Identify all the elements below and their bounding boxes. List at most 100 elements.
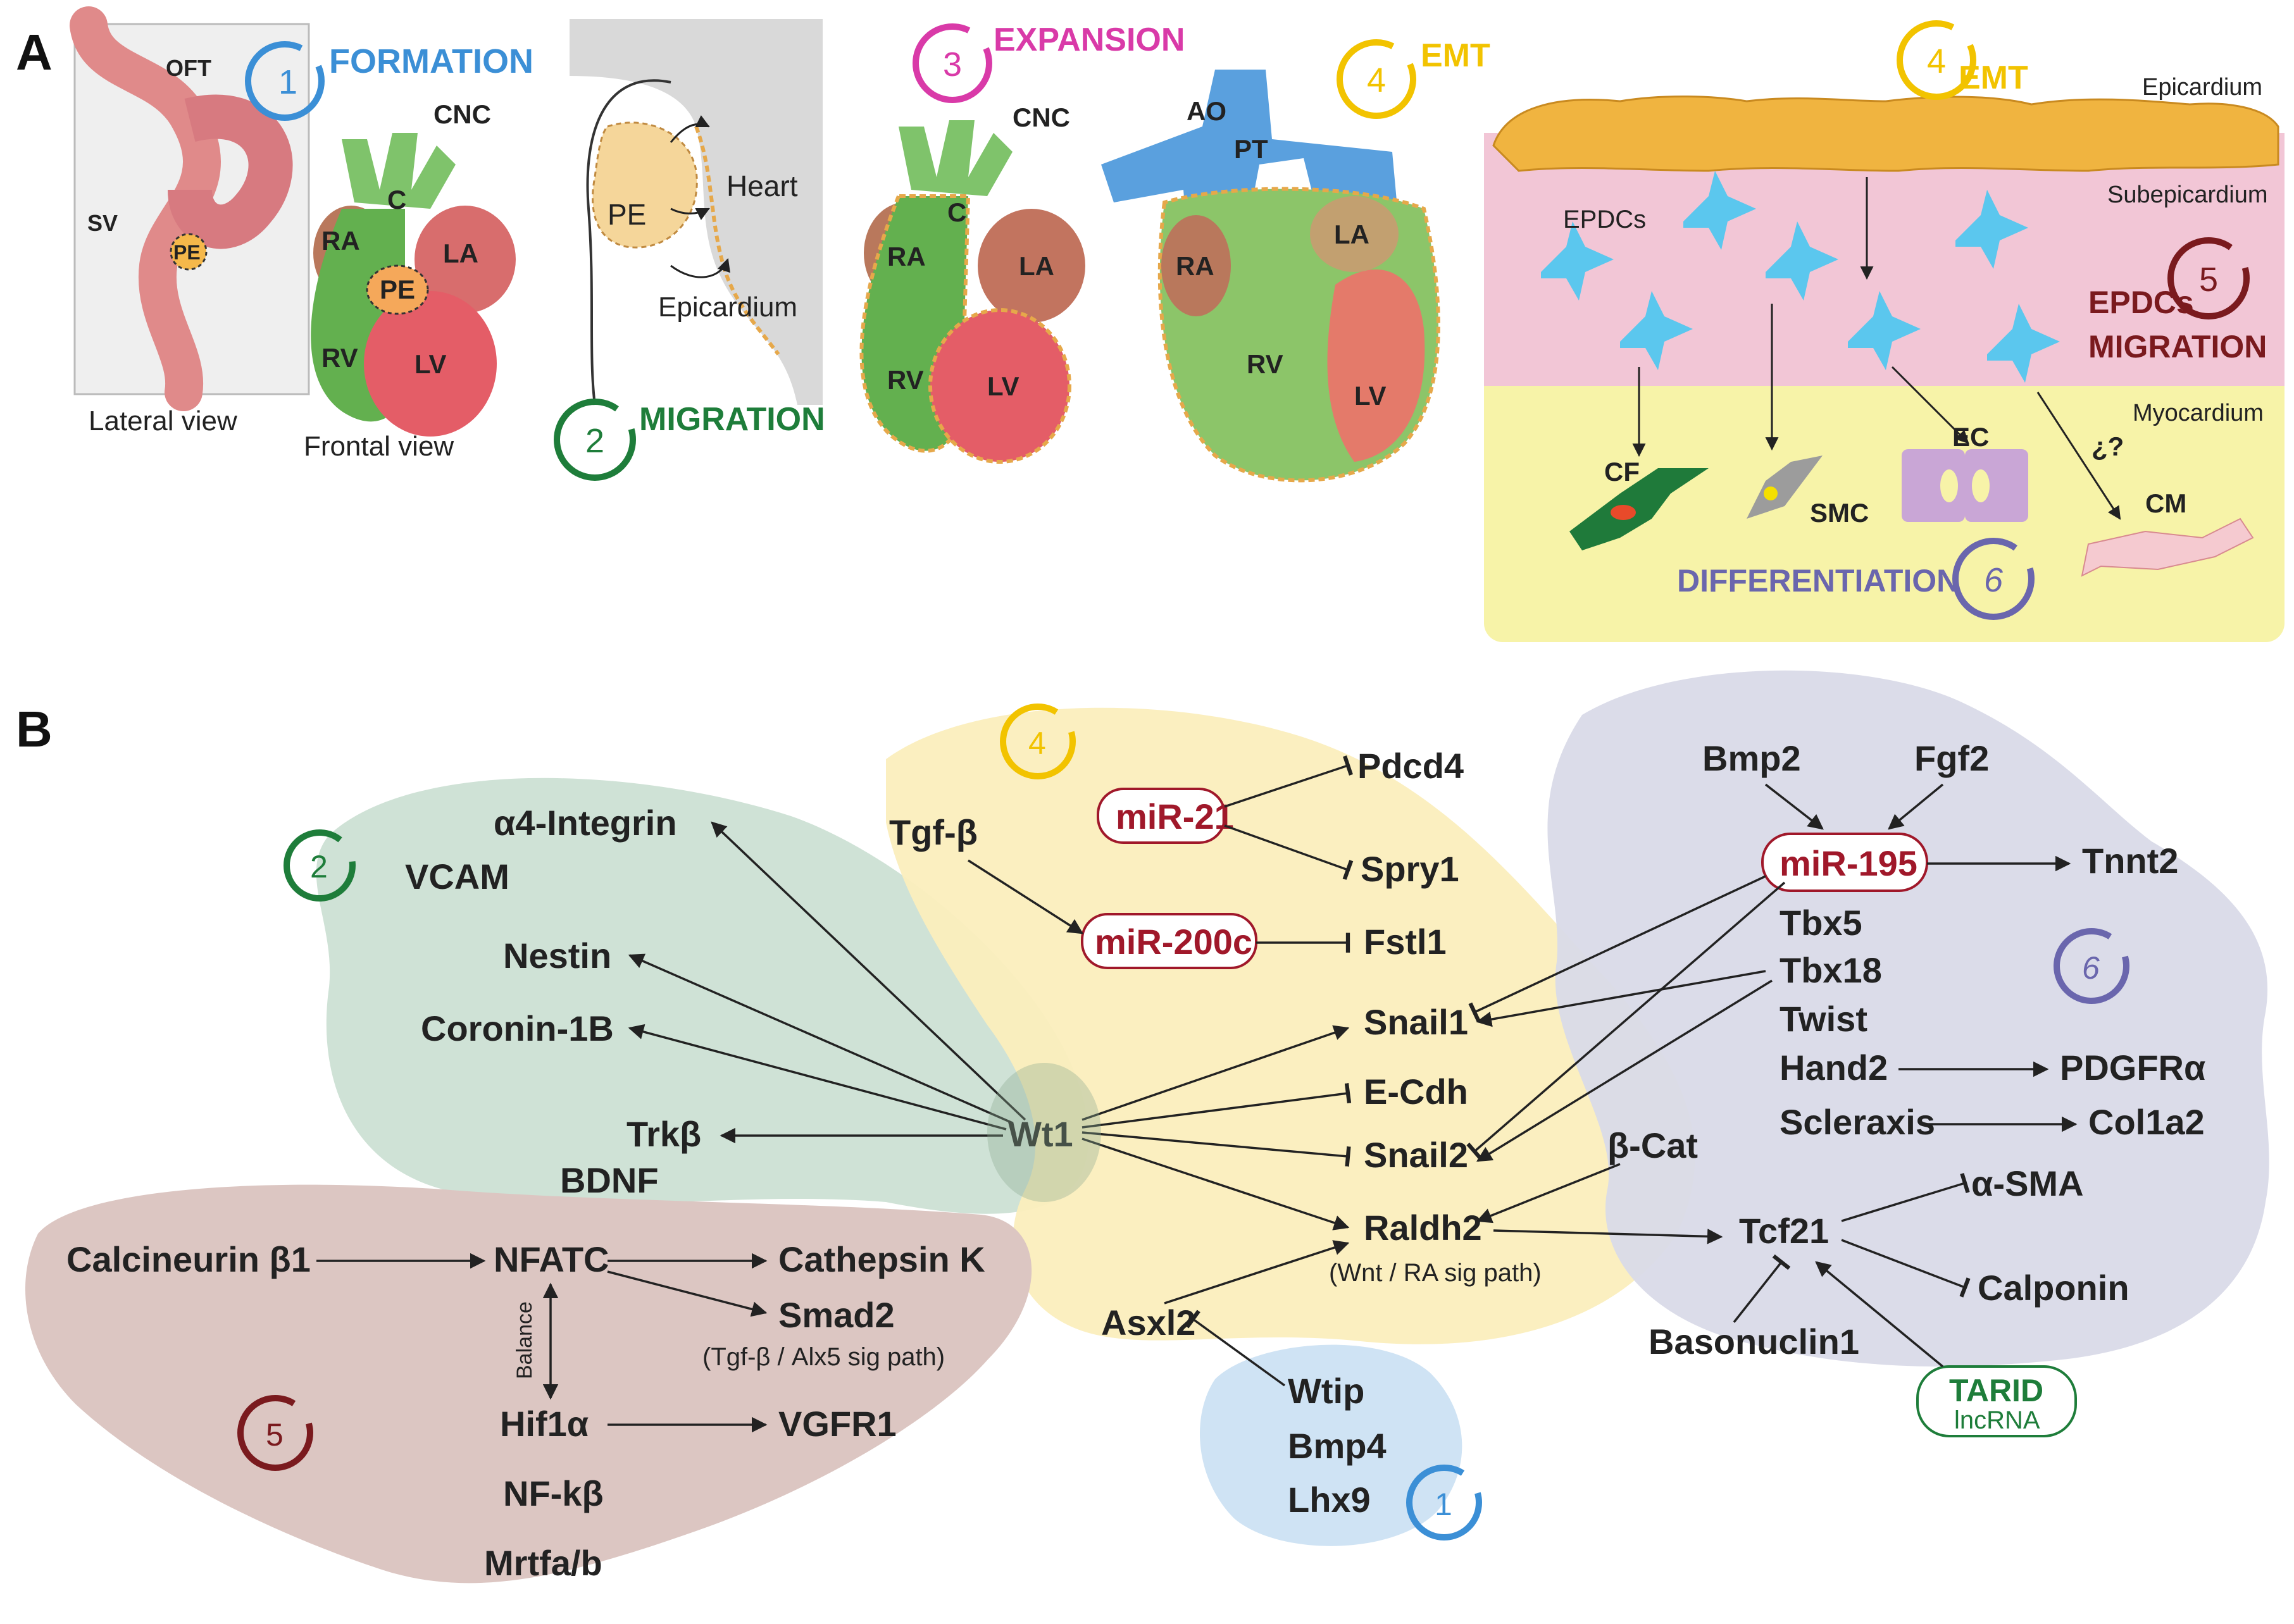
step-4b-number: 4	[1927, 42, 1946, 80]
step-2-number: 2	[585, 422, 604, 460]
region-5-ring	[237, 1395, 313, 1471]
ec-nucleus-2	[1972, 469, 1990, 502]
migration-pe-blob	[592, 121, 698, 249]
label-pdgfra: PDGFRα	[2060, 1048, 2205, 1088]
label-trkb: Trkβ	[626, 1114, 701, 1154]
migration-epicardium-strip	[694, 125, 780, 356]
cm-cell-shape	[2081, 518, 2254, 577]
emt-la	[1310, 196, 1399, 272]
label-tarid: TARID	[1949, 1373, 2043, 1408]
region-blue	[1200, 1344, 1462, 1546]
panel-a-letter: A	[16, 24, 53, 80]
label-nfatc: NFATC	[494, 1239, 609, 1279]
label-twist: Twist	[1780, 999, 1867, 1039]
epdc-cell	[1766, 221, 1838, 301]
frontal-cnc-branches	[342, 133, 456, 209]
region-6-badge: 6	[2054, 928, 2129, 1004]
region-2-badge: 2	[284, 829, 356, 902]
migration-heart-label: Heart	[726, 170, 798, 202]
differentiated-cells: CF SMC EC CM ¿?	[1569, 422, 2254, 577]
migration-panel: PE Heart Epicardium	[570, 19, 823, 406]
step-6-number: 6	[1984, 561, 2004, 599]
frontal-lv-label: LV	[415, 349, 447, 379]
label-raldh2: Raldh2	[1364, 1208, 1482, 1248]
emt-lv	[1327, 269, 1425, 462]
label-tgfb: Tgf-β	[889, 812, 978, 852]
epdc-cell	[1955, 190, 2028, 269]
expansion-la-label: LA	[1019, 251, 1054, 281]
label-cathepsin: Cathepsin K	[778, 1239, 985, 1279]
label-asma: α-SMA	[1971, 1163, 2084, 1203]
edge-wt1-nestin	[628, 953, 1013, 1124]
step-4-number: 4	[1367, 61, 1386, 99]
label-calcineurin: Calcineurin β1	[66, 1239, 311, 1279]
smc-cell-shape	[1747, 456, 1823, 519]
arrow-to-cm	[2036, 392, 2121, 520]
step-6-ring	[1952, 538, 2035, 620]
label-smad2-note: (Tgf-β / Alx5 sig path)	[702, 1343, 945, 1371]
edge-bmp2-mir195	[1764, 783, 1824, 830]
step-1-formation: 1 FORMATION	[245, 41, 533, 121]
region-4-number: 4	[1028, 726, 1046, 761]
region-brown	[25, 1184, 1032, 1584]
region-4-badge: 4	[1000, 704, 1076, 779]
edge-wt1-snail1	[1082, 1025, 1350, 1121]
label-mir200c: miR-200c	[1095, 922, 1252, 962]
epdcs-label: EPDCs	[1563, 206, 1646, 233]
step-1-title: FORMATION	[329, 42, 533, 80]
frontal-ra-label: RA	[321, 226, 360, 256]
epdc-cell	[1620, 291, 1693, 370]
label-smad2: Smad2	[778, 1295, 895, 1335]
lateral-oft-label: OFT	[166, 55, 211, 81]
frontal-lv	[364, 291, 497, 437]
label-bcat: β-Cat	[1607, 1125, 1698, 1165]
emt-great-vessels	[1101, 70, 1399, 266]
expansion-heart: CNC C RA LA RV LV	[859, 102, 1085, 464]
panel-b: B 2 4 6 5 1 α4-Integrin VCAM N	[16, 670, 2269, 1584]
epicardium-layer	[1492, 96, 2279, 172]
label-snail2: Snail2	[1364, 1135, 1468, 1175]
step-2-migration: 2 MIGRATION	[554, 399, 825, 481]
emt-ao-label: AO	[1187, 96, 1226, 126]
frontal-pe-label: PE	[380, 275, 415, 304]
label-basonuclin: Basonuclin1	[1649, 1322, 1859, 1361]
label-scleraxis: Scleraxis	[1780, 1102, 1935, 1142]
cf-cell-shape	[1569, 468, 1709, 550]
migration-arrow-3	[670, 258, 730, 278]
edge-wt1-raldh2	[1082, 1137, 1350, 1230]
ec-nucleus-1	[1940, 469, 1958, 502]
frontal-cnc-label: CNC	[433, 99, 491, 129]
edge-bcat-raldh2	[1476, 1163, 1621, 1224]
edge-mir195-snail2	[1466, 881, 1786, 1160]
label-nestin: Nestin	[503, 936, 611, 976]
cf-label: CF	[1604, 457, 1640, 487]
emt-rv-label: RV	[1247, 349, 1283, 379]
step-4b-title: EMT	[1959, 59, 2028, 96]
expansion-cnc-label: CNC	[1013, 102, 1070, 132]
expansion-lv	[928, 308, 1071, 464]
edge-tcf21-asma	[1841, 1173, 1970, 1222]
emt-la-label: LA	[1334, 220, 1369, 249]
step-6-title: DIFFERENTIATION	[1677, 563, 1959, 598]
migration-epicardium-label: Epicardium	[658, 292, 797, 323]
mir200c-box	[1081, 913, 1257, 969]
label-vgfr1: VGFR1	[778, 1404, 897, 1444]
step-2-ring	[554, 399, 636, 481]
label-vcam: VCAM	[405, 857, 509, 896]
epdc-cell	[1683, 171, 1756, 250]
step-5-number: 5	[2199, 261, 2218, 299]
step-3-number: 3	[943, 46, 962, 84]
myocardium-label: Myocardium	[2133, 400, 2264, 426]
region-2-number: 2	[310, 849, 328, 884]
step-3-ring	[913, 23, 992, 103]
region-green	[316, 778, 1088, 1214]
panel-a: A OFT SV PE Lateral view 1 FORMATION C	[16, 6, 2285, 642]
expansion-c-label: C	[947, 197, 966, 227]
subepicardium-label: Subepicardium	[2107, 182, 2267, 208]
epdc-cell	[1987, 304, 2060, 383]
edge-basonuclin-tcf21	[1733, 1254, 1791, 1323]
region-6-number: 6	[2082, 950, 2100, 986]
step-5-ring	[2167, 237, 2250, 319]
panel-a-arrows	[1632, 177, 2121, 520]
label-fgf2: Fgf2	[1914, 738, 1989, 778]
